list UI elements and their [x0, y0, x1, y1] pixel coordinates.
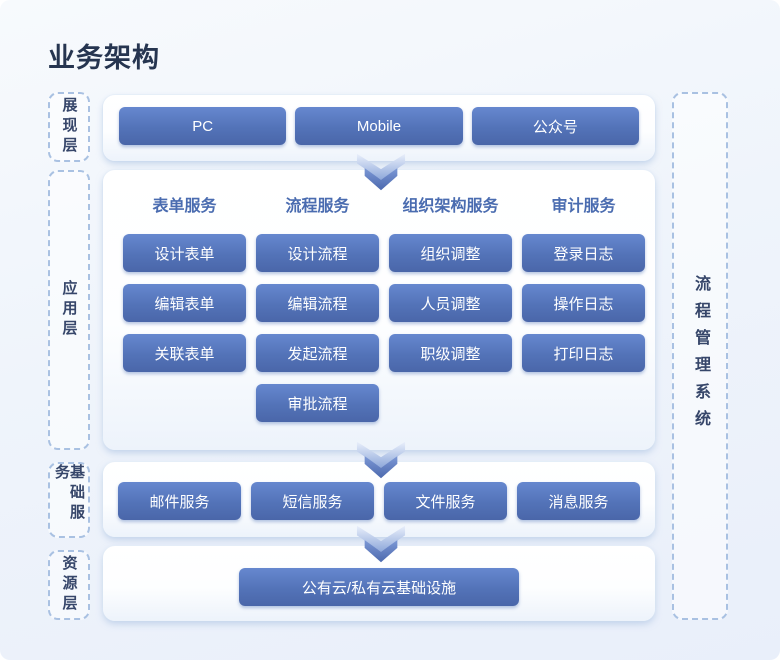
column-process-service: 流程服务 设计流程 编辑流程 发起流程 审批流程: [256, 197, 379, 450]
node-sms-service: 短信服务: [251, 482, 374, 520]
column-header-process-service: 流程服务: [285, 198, 350, 215]
layer-label-process-management-system: 流程管理系统: [672, 92, 728, 620]
column-audit-service: 审计服务 登录日志 操作日志 打印日志: [522, 197, 645, 450]
node-mobile: Mobile: [295, 107, 463, 145]
layer-label-process-management-system-text: 流程管理系统: [692, 275, 709, 437]
layer-label-basic-services-text: 基础服务: [53, 464, 85, 524]
node-design-process: 设计流程: [256, 234, 379, 272]
layer-label-application-text: 应用层: [60, 280, 78, 340]
node-edit-process: 编辑流程: [256, 284, 379, 322]
node-cloud-infrastructure: 公有云/私有云基础设施: [239, 568, 519, 606]
page-title: 业务架构: [48, 43, 160, 73]
node-message-service: 消息服务: [517, 482, 640, 520]
column-header-org-structure-service: 组织架构服务: [402, 198, 499, 215]
node-login-log: 登录日志: [522, 234, 645, 272]
down-arrow-icon: [356, 441, 406, 479]
node-pc: PC: [119, 107, 287, 145]
layer-label-resource: 资源层: [48, 550, 90, 620]
column-header-form-service: 表单服务: [152, 198, 217, 215]
column-org-structure-service: 组织架构服务 组织调整 人员调整 职级调整: [389, 197, 512, 450]
layer-label-resource-text: 资源层: [60, 555, 78, 615]
node-personnel-adjust: 人员调整: [389, 284, 512, 322]
node-mail-service: 邮件服务: [118, 482, 241, 520]
node-operation-log: 操作日志: [522, 284, 645, 322]
layer-label-basic-services: 基础服务: [48, 462, 90, 538]
layer-label-presentation-text: 展现层: [60, 97, 78, 157]
node-link-form: 关联表单: [123, 334, 246, 372]
column-header-audit-service: 审计服务: [551, 198, 616, 215]
node-org-adjust: 组织调整: [389, 234, 512, 272]
node-file-service: 文件服务: [384, 482, 507, 520]
column-form-service: 表单服务 设计表单 编辑表单 关联表单: [123, 197, 246, 450]
layer-label-application: 应用层: [48, 170, 90, 450]
node-print-log: 打印日志: [522, 334, 645, 372]
node-edit-form: 编辑表单: [123, 284, 246, 322]
down-arrow-icon: [356, 525, 406, 563]
section-application-layer: 表单服务 设计表单 编辑表单 关联表单 流程服务 设计流程 编辑流程 发起流程 …: [103, 170, 655, 450]
down-arrow-icon: [356, 153, 406, 191]
node-official-account: 公众号: [471, 107, 639, 145]
node-design-form: 设计表单: [123, 234, 246, 272]
layer-label-presentation: 展现层: [48, 92, 90, 162]
node-rank-adjust: 职级调整: [389, 334, 512, 372]
node-start-process: 发起流程: [256, 334, 379, 372]
node-approve-process: 审批流程: [256, 384, 379, 422]
section-presentation-layer: PC Mobile 公众号: [103, 95, 655, 161]
